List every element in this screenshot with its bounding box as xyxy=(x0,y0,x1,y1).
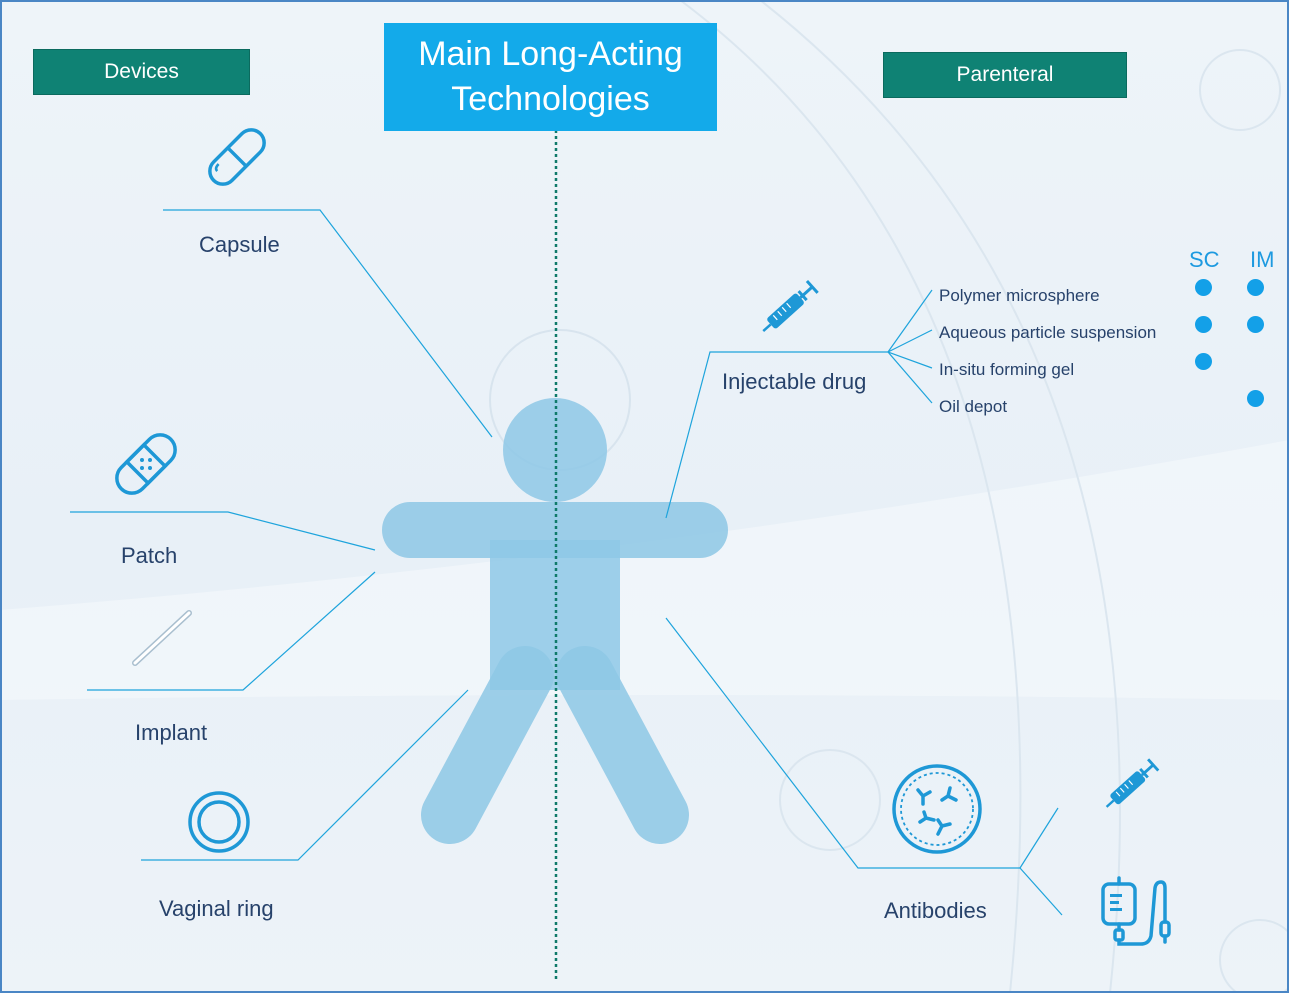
antibodies-label: Antibodies xyxy=(884,898,987,923)
formulation-aqueous-particle-suspension: Aqueous particle suspension xyxy=(939,323,1157,342)
antibody-cell-icon xyxy=(892,764,982,854)
device-label-capsule: Capsule xyxy=(199,232,280,257)
column-header-sc: SC xyxy=(1189,247,1220,272)
capsule-icon xyxy=(208,128,266,186)
column-header-im: IM xyxy=(1250,247,1275,272)
formulation-in-situ-forming-gel: In-situ forming gel xyxy=(939,360,1075,379)
parenteral-category-header: Parenteral xyxy=(883,52,1127,98)
bandage-patch-icon xyxy=(115,433,177,495)
formulation-oil-depot: Oil depot xyxy=(939,397,1008,416)
route-dot-im xyxy=(1247,390,1264,407)
main-title-box: Main Long-Acting Technologies xyxy=(384,23,717,131)
device-label-vaginal-ring: Vaginal ring xyxy=(159,896,274,921)
devices-category-header: Devices xyxy=(33,49,250,95)
device-label-implant: Implant xyxy=(135,720,208,745)
title-line-1: Main Long-Acting xyxy=(418,35,683,73)
ring-icon xyxy=(188,791,250,853)
devices-category-label: Devices xyxy=(104,60,179,83)
syringe-icon xyxy=(1105,758,1160,808)
implant-rod-icon xyxy=(132,610,192,666)
route-dot-sc xyxy=(1195,353,1212,370)
parenteral-category-label: Parenteral xyxy=(956,63,1054,86)
formulation-polymer-microsphere: Polymer microsphere xyxy=(939,286,1100,305)
route-dot-sc xyxy=(1195,316,1212,333)
title-line-2: Technologies xyxy=(451,80,650,118)
injectable-drug-label: Injectable drug xyxy=(722,369,867,394)
iv-drip-bag-icon xyxy=(1101,876,1171,946)
route-dot-im xyxy=(1247,279,1264,296)
route-dot-sc xyxy=(1195,279,1212,296)
route-dot-im xyxy=(1247,316,1264,333)
syringe-icon xyxy=(762,279,819,333)
device-label-patch: Patch xyxy=(121,543,178,568)
